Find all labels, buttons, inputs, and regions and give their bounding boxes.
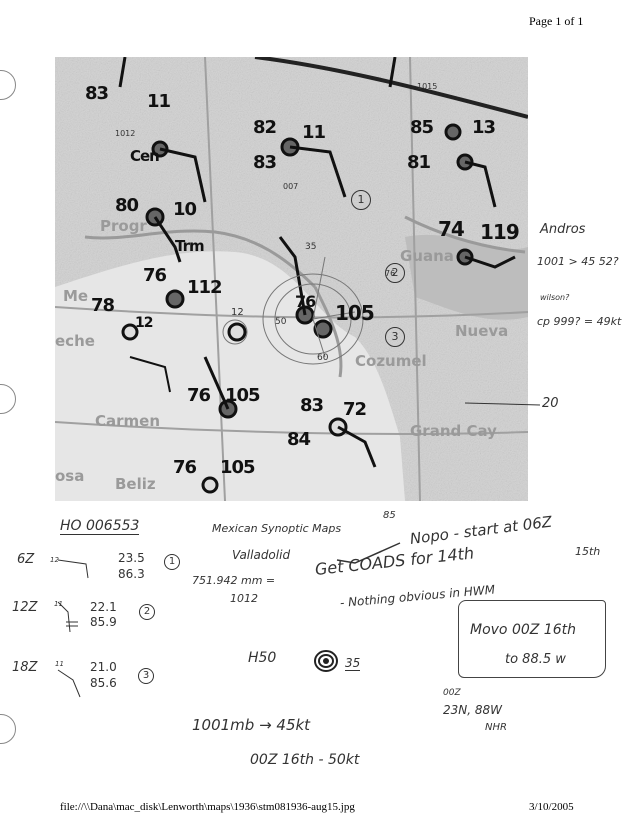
- map-place: Grand Cay: [410, 422, 497, 440]
- map-place: Carmen: [95, 412, 161, 430]
- map-observation: 13: [472, 117, 496, 138]
- map-observation: 76: [173, 457, 197, 478]
- map-observation: 105: [220, 457, 256, 478]
- map-observation: 76: [187, 385, 211, 406]
- note-twenty: 20: [542, 396, 559, 411]
- pos-lat: 21.0: [90, 660, 117, 674]
- map-place: osa: [55, 467, 85, 485]
- station-name: Valladolid: [232, 548, 291, 562]
- map-place: Nueva: [455, 322, 509, 340]
- circled-marker: 1: [351, 190, 371, 210]
- note-85: 85: [383, 510, 396, 521]
- map-observation: 83: [253, 152, 277, 173]
- punch-hole-1: [0, 70, 16, 100]
- note-nopo-15: 15th: [575, 545, 601, 558]
- pen-check: [336, 542, 401, 564]
- mm-line: 751.942 mm =: [192, 574, 276, 587]
- note-00z: 00Z: [443, 688, 461, 698]
- map-place: Cozumel: [355, 352, 427, 370]
- map-observation: 80: [115, 195, 139, 216]
- map-observation: 85: [410, 117, 434, 138]
- map-observation: 76: [143, 265, 167, 286]
- map-observation: 105: [335, 301, 375, 325]
- map-small-label: 1015: [417, 82, 438, 91]
- note-cp: cp 999? = 49kt: [537, 315, 622, 328]
- note-nopo: Nopo - start at 06Z: [408, 512, 553, 548]
- note-h50: H50: [248, 650, 277, 666]
- map-drawing: [55, 57, 528, 501]
- map-observation: 83: [85, 83, 109, 104]
- note-nhr: NHR: [485, 722, 507, 733]
- map-place: eche: [55, 332, 95, 350]
- pos-num: 3: [138, 668, 154, 684]
- map-small-label: 60: [317, 353, 329, 363]
- map-small-label: 12: [231, 307, 244, 318]
- storm-scribble-icon: [314, 650, 338, 672]
- map-observation: Trm: [175, 237, 205, 255]
- map-observation: Cen: [130, 147, 160, 165]
- map-small-label: 1012: [115, 129, 136, 138]
- map-observation: 84: [287, 429, 311, 450]
- pos-time: 12Z: [12, 600, 38, 615]
- pos-lon: 85.9: [90, 615, 117, 629]
- note-pressure-sub: wilson?: [540, 293, 570, 302]
- circled-marker: 2: [385, 263, 405, 283]
- note-andros: Andros: [540, 222, 586, 237]
- pos-time: 6Z: [17, 552, 35, 567]
- note-pressure: 1001 > 45 52?: [537, 255, 619, 268]
- pos-lat: 22.1: [90, 600, 117, 614]
- file-path: file://\\Dana\mac_disk\Lenworth\maps\193…: [60, 801, 355, 813]
- punch-hole-2: [0, 384, 16, 414]
- map-small-label: 50: [275, 317, 287, 327]
- map-place: Beliz: [115, 475, 156, 493]
- pos-lon: 85.6: [90, 676, 117, 690]
- pos-time: 18Z: [12, 660, 38, 675]
- pos-ind: 11: [55, 660, 64, 668]
- punch-hole-3: [0, 714, 16, 744]
- map-observation: 10: [173, 199, 197, 220]
- map-observation: 112: [187, 277, 223, 298]
- map-small-label: 007: [283, 182, 299, 191]
- map-observation: 82: [253, 117, 277, 138]
- map-observation: 11: [147, 91, 171, 112]
- ho-id: HO 006553: [60, 518, 140, 535]
- pos-lat: 23.5: [118, 551, 145, 565]
- circled-marker: 3: [385, 327, 405, 347]
- map-place: Guana: [400, 247, 454, 265]
- map-place: Progr: [100, 217, 147, 235]
- note-press-wind: 1001mb → 45kt: [192, 716, 311, 734]
- map-observation: 74: [438, 217, 465, 241]
- note-00z-16: 00Z 16th - 50kt: [250, 752, 360, 768]
- note-h50-35: 35: [345, 656, 361, 671]
- map-observation: 11: [302, 122, 326, 143]
- movo-box: [458, 600, 606, 678]
- map-observation: 83: [300, 395, 324, 416]
- note-movo: Movo 00Z 16th: [470, 622, 576, 638]
- map-observation: 105: [225, 385, 261, 406]
- map-observation: 12: [135, 315, 154, 331]
- note-pos-zero: 23N, 88W: [443, 703, 503, 717]
- map-observation: 119: [480, 220, 520, 244]
- pos-num: 1: [164, 554, 180, 570]
- print-date: 3/10/2005: [529, 801, 574, 813]
- map-observation: 81: [407, 152, 431, 173]
- map-observation: 72: [343, 399, 367, 420]
- mb-value: 1012: [230, 592, 258, 605]
- map-small-label: 35: [305, 242, 317, 252]
- position-wind-barbs: [57, 559, 89, 698]
- map-place: Me: [63, 287, 89, 305]
- synoptic-map-image: Progr Me eche Carmen Guana Cozumel Nueva…: [55, 57, 528, 501]
- pos-lon: 86.3: [118, 567, 145, 581]
- pos-ind: 12: [50, 556, 59, 564]
- map-observation: 76: [295, 292, 316, 311]
- pointer-line: [465, 402, 541, 406]
- note-movo-2: to 88.5 w: [505, 652, 566, 667]
- map-observation: 78: [91, 295, 115, 316]
- page-label: Page 1 of 1: [529, 14, 584, 28]
- pos-ind: 11: [54, 600, 63, 608]
- synoptic-title: Mexican Synoptic Maps: [212, 522, 342, 535]
- pos-num: 2: [139, 604, 155, 620]
